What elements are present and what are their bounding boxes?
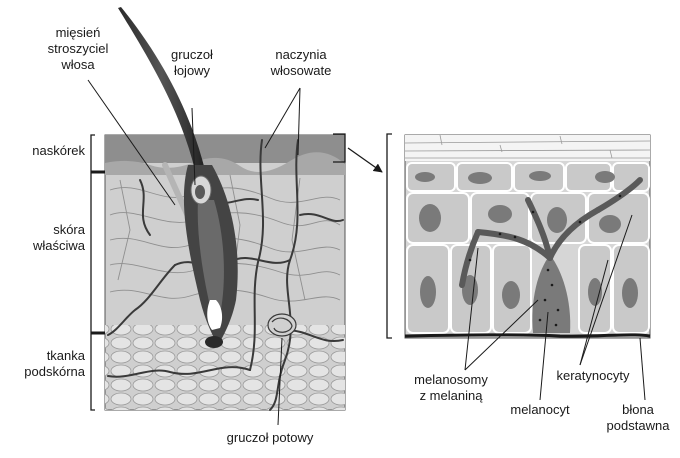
basal-membrane-line xyxy=(404,333,651,338)
skin-section xyxy=(90,7,346,411)
label-tkanka-podskorna: tkanka podskórna xyxy=(24,348,85,379)
zoom-arrow xyxy=(347,147,383,173)
label-skora-wlasciwa: skóra właściwa xyxy=(32,222,85,253)
label-gruczol-lojowy: gruczoł łojowy xyxy=(171,47,213,78)
leader-lines xyxy=(87,79,646,426)
label-keratynocyty: keratynocyty xyxy=(556,368,630,383)
label-melanosomy: melanosomy z melaniną xyxy=(414,372,488,403)
label-miesien-stroszyciel: mięsień stroszyciel włosa xyxy=(47,25,109,72)
label-naskorek: naskórek xyxy=(32,143,85,158)
epidermis-closeup xyxy=(386,133,651,339)
label-gruczol-potowy: gruczoł potowy xyxy=(226,430,314,445)
label-blona-podstawna: błona podstawna xyxy=(606,402,670,433)
label-naczynia-wlosowate: naczynia włosowate xyxy=(270,47,332,78)
label-melanocyt: melanocyt xyxy=(510,402,570,417)
